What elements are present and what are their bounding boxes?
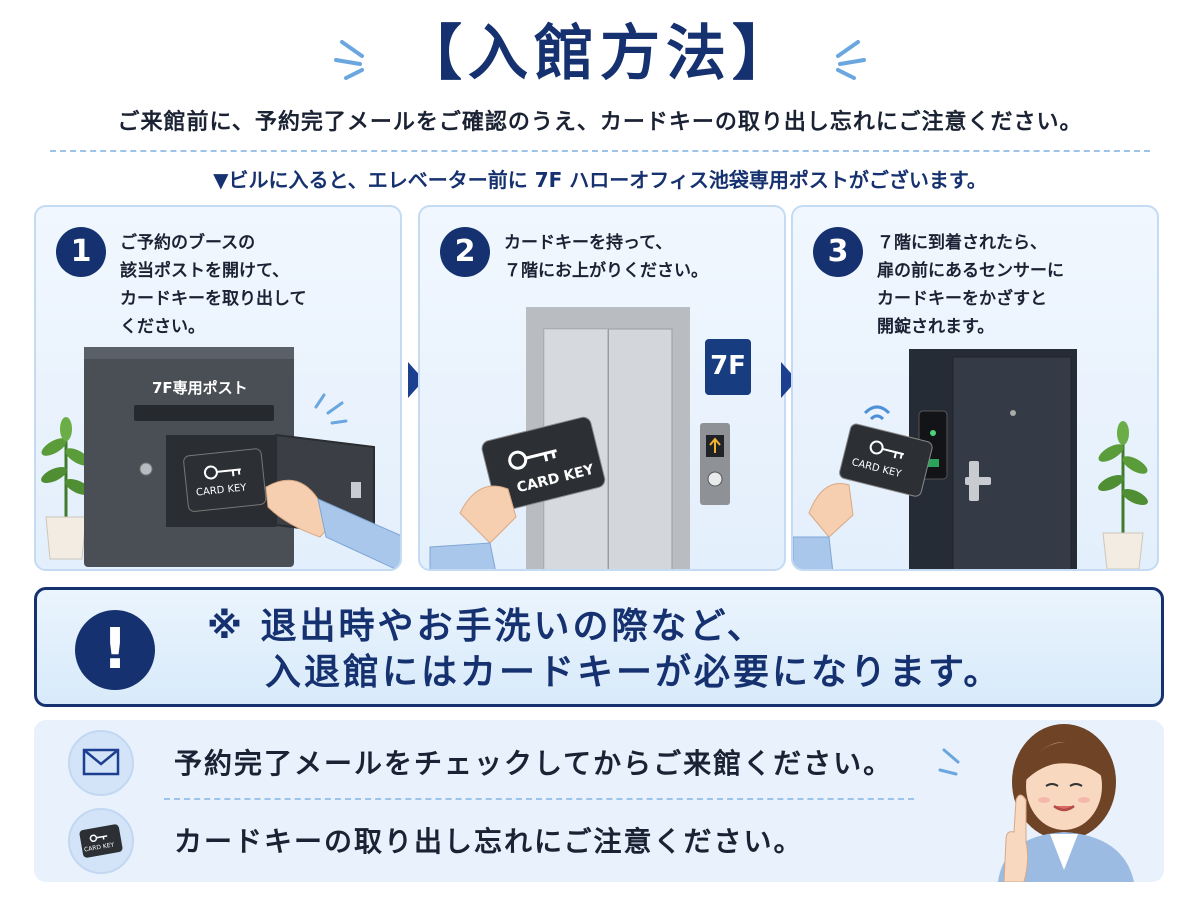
step-description: ご予約のブースの 該当ポストを開けて、 カードキーを取り出して ください。 — [120, 229, 390, 341]
step-3-card: 3 ７階に到着されたら、 扉の前にあるセンサーに カードキーをかざすと 開錠され… — [791, 205, 1159, 571]
instruction: ▼ビルに入ると、エレベーター前に 7F ハローオフィス池袋専用ポストがございます… — [213, 168, 987, 192]
subtitle: ご来館前に、予約完了メールをご確認のうえ、カードキーの取り出し忘れにご注意くださ… — [117, 110, 1083, 135]
step-line: カードキーをかざすと — [877, 289, 1047, 309]
reminder-card-key: カードキーの取り出し忘れにご注意ください。 — [174, 825, 804, 858]
reminder-email: 予約完了メールをチェックしてからご来館ください。 — [174, 747, 894, 780]
notice-line: ※ 退出時やお手洗いの際など、 — [207, 606, 766, 647]
step-number: 1 — [56, 227, 106, 277]
reminder-box: 予約完了メールをチェックしてからご来館ください。 CARD KEY カードキーの… — [34, 720, 1164, 882]
step-1-card: 1 ご予約のブースの 該当ポストを開けて、 カードキーを取り出して ください。 … — [34, 205, 402, 571]
floor-sign: 7F — [710, 351, 746, 381]
step-line: ７階に到着されたら、 — [877, 233, 1047, 253]
step-line: カードキーを持って、 — [504, 233, 673, 253]
plant-icon — [41, 417, 91, 560]
notice-line: 入退館にはカードキーが必要になります。 — [265, 652, 1003, 693]
step-line: 該当ポストを開けて、 — [120, 261, 290, 281]
door-illustration — [793, 349, 1148, 569]
notice-box: ! ※ 退出時やお手洗いの際など、 入退館にはカードキーが必要になります。 — [34, 587, 1164, 707]
step-line: カードキーを取り出して — [120, 289, 307, 309]
step-description: ７階に到着されたら、 扉の前にあるセンサーに カードキーをかざすと 開錠されます… — [877, 229, 1147, 341]
envelope-icon — [68, 730, 134, 796]
staff-person-illustration — [938, 724, 1134, 882]
divider — [164, 798, 914, 800]
post-label: 7F専用ポスト — [152, 379, 248, 397]
step-2-card: 2 カードキーを持って、 ７階にお上がりください。 7F CARD KEY — [418, 205, 786, 571]
exclamation-icon: ! — [75, 610, 155, 690]
step-line: ください。 — [120, 317, 205, 337]
step-number: 2 — [440, 227, 490, 277]
step-line: 開錠されます。 — [877, 317, 995, 337]
plant-icon — [1098, 421, 1148, 569]
step-line: 扉の前にあるセンサーに — [877, 261, 1064, 281]
title-area: 【入館方法】 — [0, 14, 1200, 94]
step-line: ご予約のブースの — [120, 233, 256, 253]
divider — [50, 150, 1150, 152]
card-key-icon — [68, 808, 134, 874]
sparkle-left-icon — [334, 40, 364, 80]
elevator-illustration — [429, 307, 751, 569]
notice-text: ※ 退出時やお手洗いの際など、 入退館にはカードキーが必要になります。 — [207, 604, 1147, 696]
step-number: 3 — [813, 227, 863, 277]
sparkle-right-icon — [836, 40, 866, 80]
step-description: カードキーを持って、 ７階にお上がりください。 — [504, 229, 774, 285]
page-title: 【入館方法】 — [402, 19, 798, 89]
step-line: ７階にお上がりください。 — [504, 261, 708, 281]
mailbox-illustration — [41, 347, 400, 569]
